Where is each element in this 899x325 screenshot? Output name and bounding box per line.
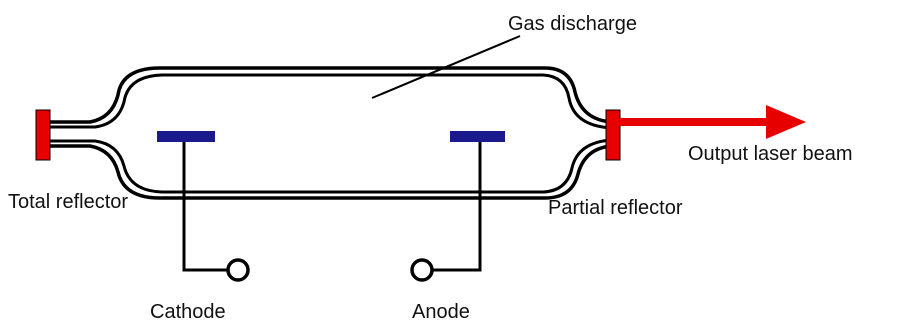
anode-label: Anode bbox=[412, 301, 470, 323]
gas-discharge-leader bbox=[371, 35, 521, 99]
discharge-tube bbox=[48, 66, 614, 200]
anode-wire bbox=[432, 142, 482, 272]
tube-inner-wall-bottom bbox=[48, 138, 614, 194]
cathode-wire bbox=[182, 142, 228, 272]
total-reflector bbox=[35, 109, 51, 161]
tube-outer-wall-bottom bbox=[48, 144, 614, 200]
partial-reflector bbox=[605, 109, 621, 161]
cathode-terminal bbox=[226, 258, 250, 282]
tube-outer-wall bbox=[48, 66, 614, 124]
cathode-label: Cathode bbox=[150, 301, 226, 323]
total-reflector-label: Total reflector bbox=[8, 191, 128, 213]
anode-electrode bbox=[450, 131, 505, 142]
laser-beam-shaft bbox=[620, 118, 770, 126]
tube-inner-wall bbox=[48, 73, 614, 130]
laser-beam-arrowhead bbox=[766, 105, 806, 139]
partial-reflector-label: Partial reflector bbox=[548, 197, 683, 219]
output-beam-label: Output laser beam bbox=[688, 143, 853, 165]
anode-terminal bbox=[410, 258, 434, 282]
gas-discharge-label: Gas discharge bbox=[508, 13, 637, 35]
cathode-electrode bbox=[157, 131, 215, 142]
laser-beam bbox=[620, 105, 806, 139]
